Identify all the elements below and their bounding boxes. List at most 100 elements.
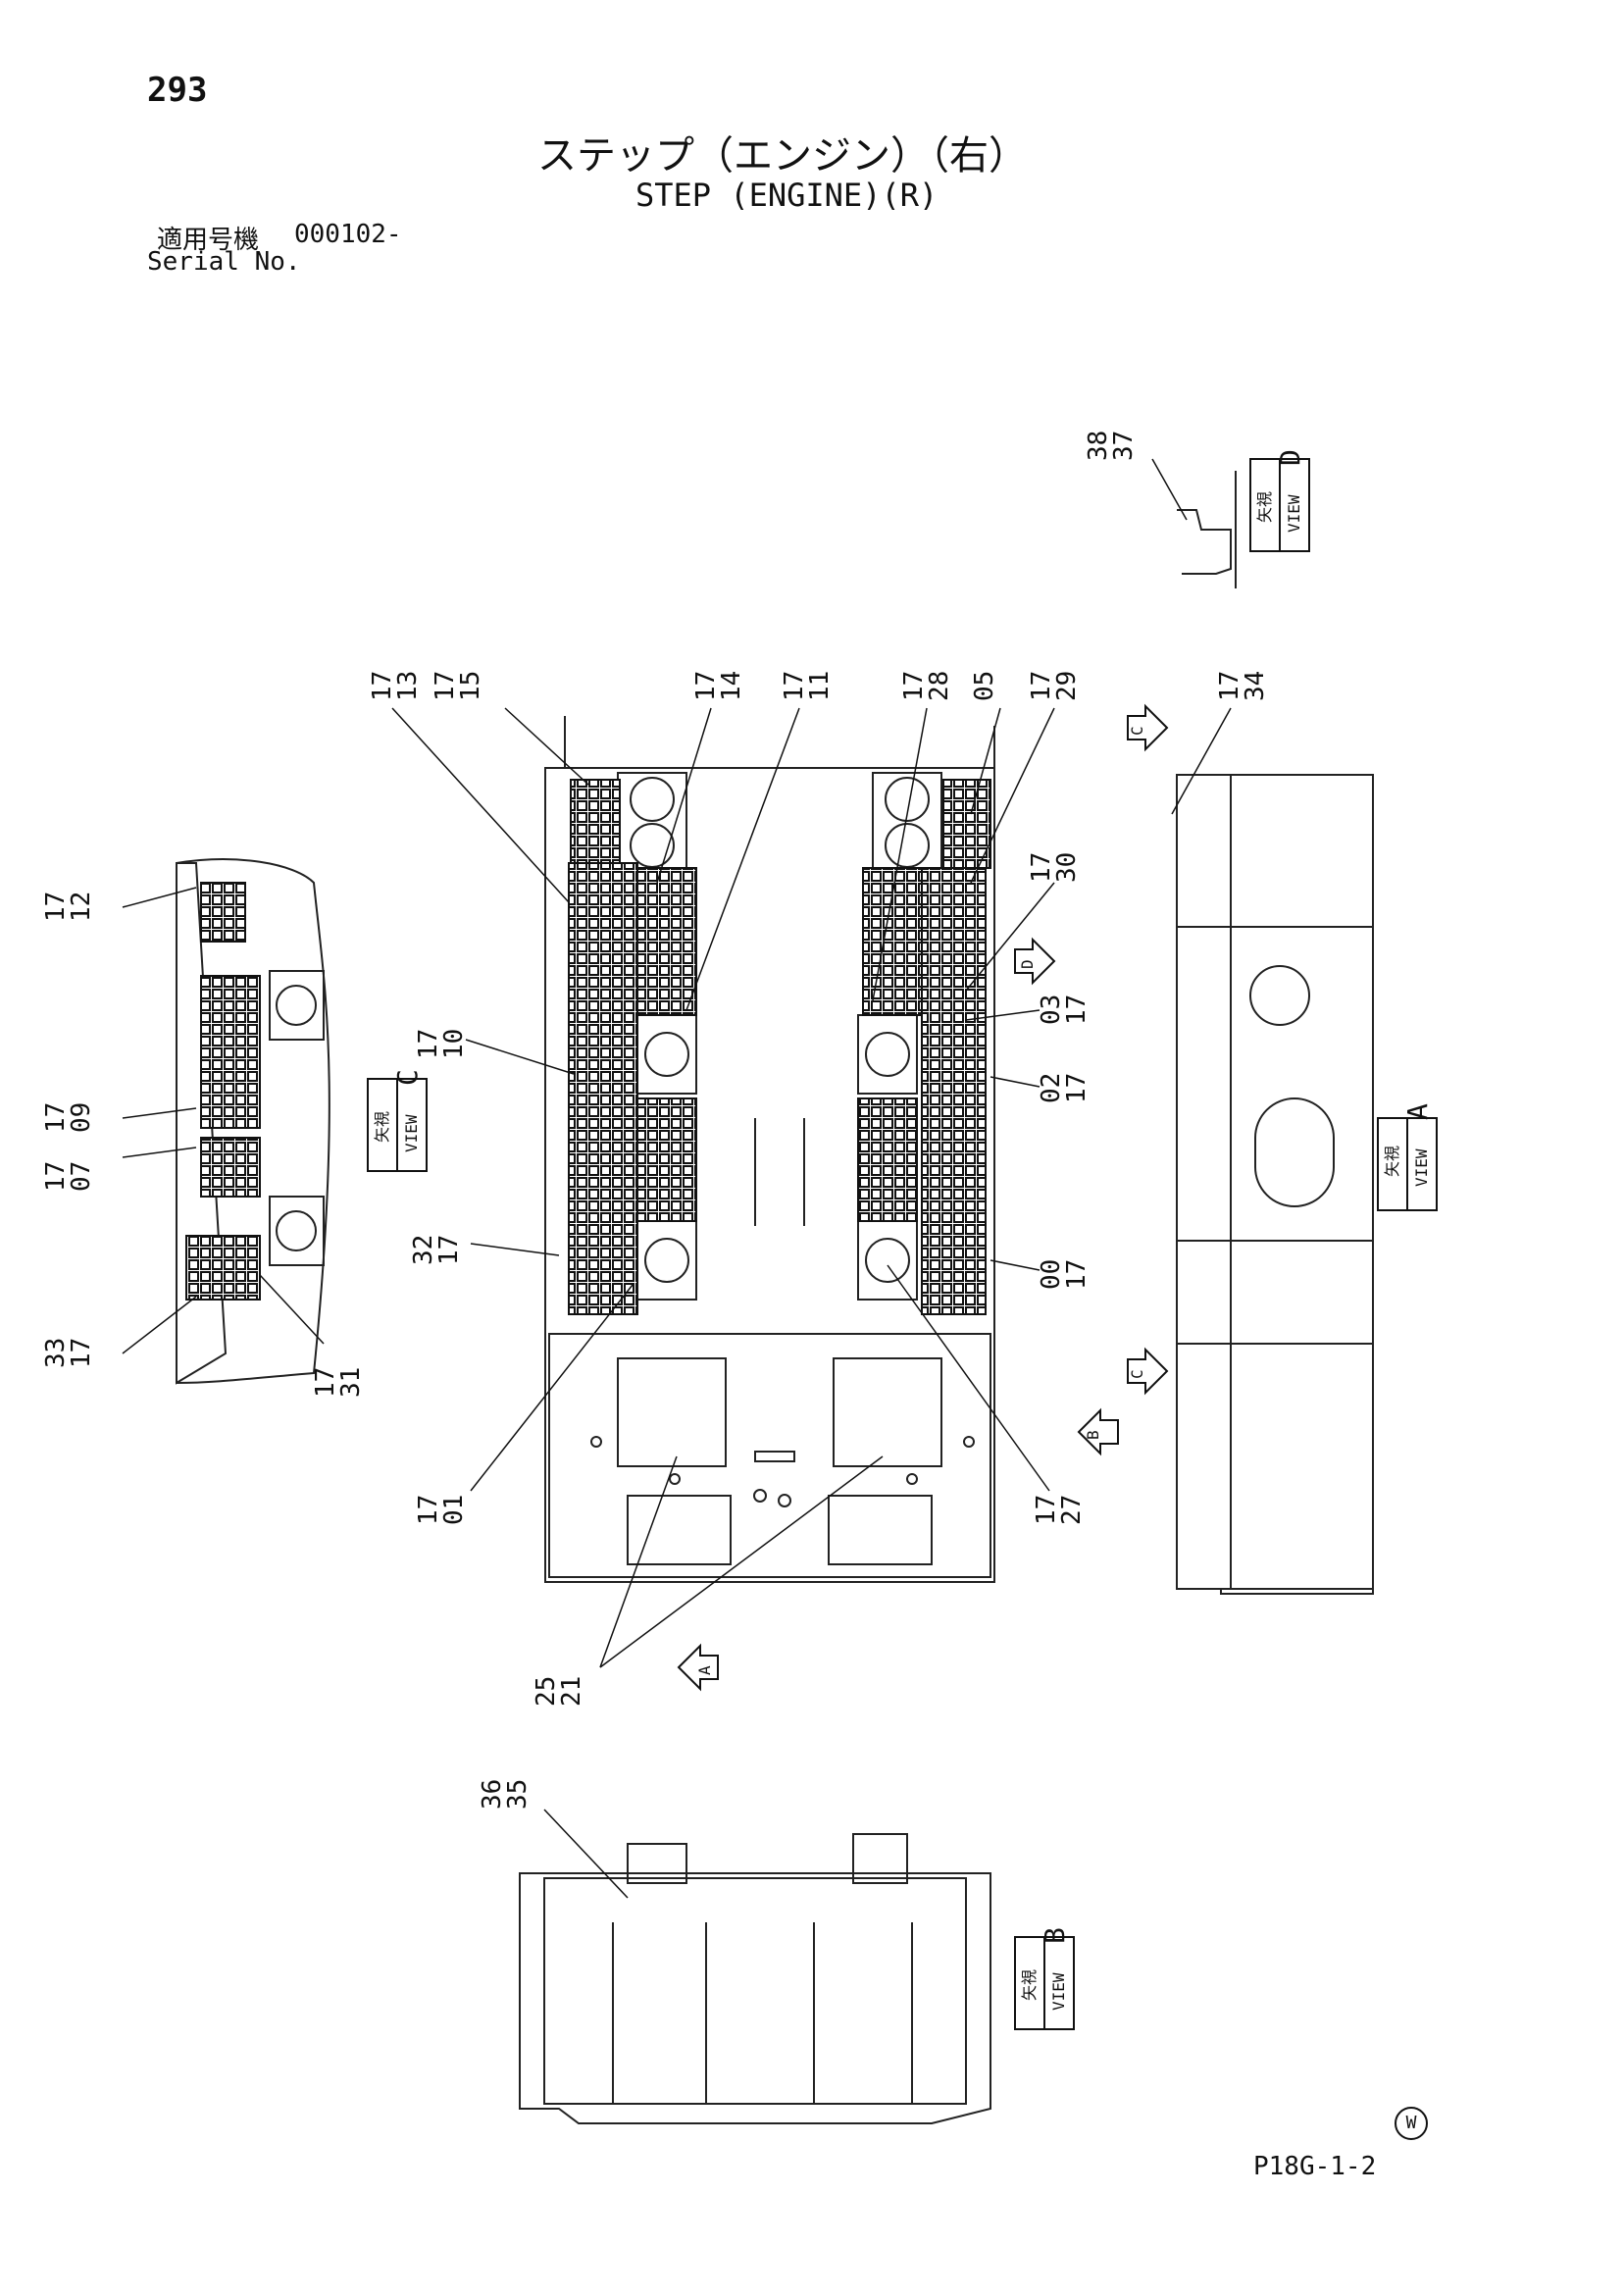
svg-text:17: 17 [41, 1161, 71, 1192]
svg-text:C: C [1128, 726, 1146, 736]
view-arrow-c-bottom: C [1127, 1347, 1169, 1396]
view-c-grating-12 [200, 882, 246, 943]
callout-05: 05 [970, 671, 999, 701]
page-code: P18G-1-2 [1253, 2152, 1377, 2181]
svg-text:37: 37 [1109, 431, 1139, 461]
main-top-view [544, 716, 995, 1583]
view-b-letter: B [1039, 1927, 1071, 1944]
svg-text:01: 01 [439, 1495, 469, 1525]
svg-text:35: 35 [503, 1779, 533, 1810]
svg-text:17: 17 [1062, 995, 1091, 1025]
serial-number-value: 000102- [294, 220, 402, 249]
svg-text:11: 11 [805, 671, 835, 701]
view-arrow-b: B [1077, 1407, 1119, 1456]
svg-text:09: 09 [67, 1102, 96, 1133]
svg-text:17: 17 [1062, 1073, 1091, 1103]
view-d-en-text: VIEW [1285, 494, 1303, 533]
serial-label-japanese: 適用号機 [157, 226, 260, 255]
svg-text:17: 17 [899, 671, 929, 701]
svg-text:05: 05 [970, 671, 999, 701]
svg-text:36: 36 [478, 1779, 507, 1810]
manufacturer-mark: W [1395, 2107, 1428, 2140]
svg-text:17: 17 [368, 671, 397, 701]
serial-label-english: Serial No. [147, 247, 301, 277]
svg-text:12: 12 [67, 892, 96, 922]
svg-text:17: 17 [431, 671, 460, 701]
svg-text:17: 17 [1027, 671, 1056, 701]
page-title-japanese: ステップ（エンジン）（右） [537, 133, 1028, 179]
svg-text:31: 31 [336, 1367, 366, 1398]
svg-text:17: 17 [414, 1495, 443, 1525]
view-c-letter: C [391, 1069, 424, 1086]
svg-text:17: 17 [1215, 671, 1244, 701]
svg-text:28: 28 [925, 671, 954, 701]
view-d-jp-text: 矢視 [1255, 491, 1274, 523]
svg-text:17: 17 [1032, 1495, 1061, 1525]
view-label-a: 矢視 VIEW A [1377, 1103, 1438, 1211]
view-c-grating-09 [200, 975, 261, 1129]
svg-text:02: 02 [1037, 1073, 1066, 1103]
svg-text:25: 25 [532, 1676, 561, 1707]
svg-text:17: 17 [67, 1338, 96, 1368]
view-a-en-text: VIEW [1412, 1148, 1431, 1187]
svg-text:14: 14 [717, 671, 746, 701]
view-c-en-text: VIEW [402, 1114, 421, 1152]
step-grating [568, 779, 991, 1315]
svg-text:17: 17 [434, 1235, 464, 1265]
svg-text:17: 17 [691, 671, 721, 701]
view-b-jp-text: 矢視 [1020, 1969, 1039, 2001]
svg-text:07: 07 [67, 1161, 96, 1192]
svg-text:00: 00 [1037, 1259, 1066, 1290]
view-c-drawing [176, 858, 330, 1385]
svg-text:32: 32 [409, 1235, 438, 1265]
svg-text:38: 38 [1084, 431, 1113, 461]
svg-text:17: 17 [414, 1029, 443, 1059]
view-b-en-text: VIEW [1049, 1972, 1068, 2011]
view-arrow-a: A [677, 1643, 719, 1692]
view-a-letter: A [1401, 1103, 1434, 1120]
view-label-c: 矢視 VIEW C [367, 1069, 428, 1172]
view-a-drawing [1176, 774, 1374, 1595]
view-d-letter: D [1274, 449, 1306, 466]
svg-text:34: 34 [1241, 671, 1270, 701]
svg-text:17: 17 [41, 892, 71, 922]
svg-text:30: 30 [1052, 852, 1082, 883]
svg-text:A: A [695, 1665, 714, 1675]
svg-text:27: 27 [1057, 1495, 1087, 1525]
svg-text:13: 13 [393, 671, 423, 701]
view-arrow-d: D [1014, 937, 1056, 986]
view-label-d: 矢視 VIEW D [1249, 449, 1310, 552]
view-d-drawing [1177, 471, 1237, 588]
svg-text:03: 03 [1037, 995, 1066, 1025]
svg-text:17: 17 [1062, 1259, 1091, 1290]
svg-text:15: 15 [456, 671, 485, 701]
view-c-grating-07 [200, 1137, 261, 1198]
svg-text:17: 17 [311, 1367, 340, 1398]
svg-text:10: 10 [439, 1029, 469, 1059]
view-arrow-c-top: C [1127, 703, 1169, 752]
view-a-jp-text: 矢視 [1383, 1146, 1401, 1177]
svg-text:17: 17 [780, 671, 809, 701]
